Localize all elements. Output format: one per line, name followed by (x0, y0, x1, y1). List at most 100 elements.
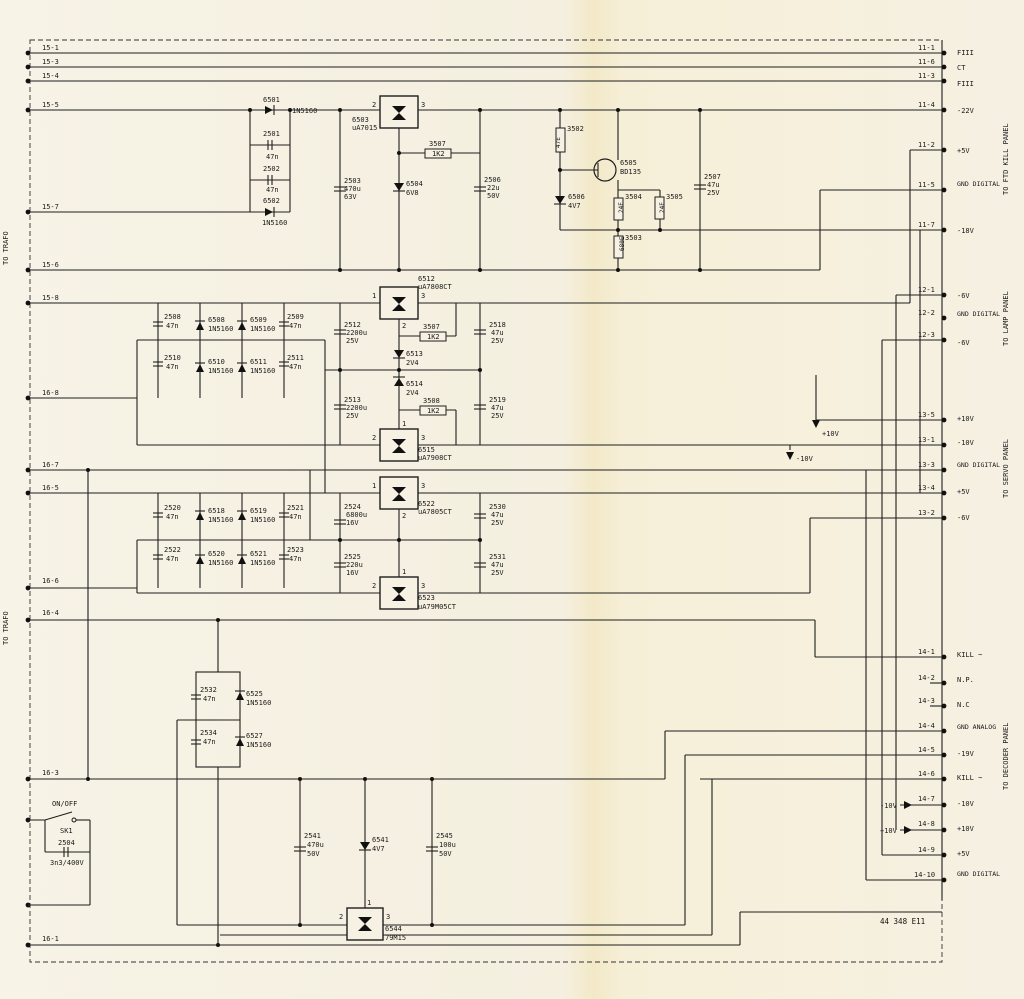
svg-text:GND ANALOG: GND ANALOG (957, 723, 996, 731)
svg-text:1: 1 (372, 482, 376, 490)
svg-text:47E: 47E (555, 137, 562, 148)
svg-text:14-6: 14-6 (918, 770, 935, 778)
svg-text:2511: 2511 (287, 354, 304, 362)
svg-text:2523: 2523 (287, 546, 304, 554)
left-connector-pins (25, 50, 31, 948)
svg-text:2: 2 (402, 322, 406, 330)
svg-text:6515: 6515 (418, 446, 435, 454)
svg-text:4V7: 4V7 (568, 202, 581, 210)
panel-label-servo: TO SERVO PANEL (1002, 439, 1010, 498)
panel-label-decoder: TO DECODER PANEL (1002, 723, 1010, 790)
svg-text:24E: 24E (618, 202, 625, 213)
svg-text:+5V: +5V (957, 147, 970, 155)
svg-text:50V: 50V (487, 192, 500, 200)
svg-text:-10V: -10V (957, 800, 975, 808)
svg-text:16-6: 16-6 (42, 577, 59, 585)
svg-text:uA7805CT: uA7805CT (418, 508, 453, 516)
svg-text:1K2: 1K2 (432, 150, 445, 158)
svg-text:2525: 2525 (344, 553, 361, 561)
svg-text:KILL ~: KILL ~ (957, 774, 982, 782)
svg-text:2509: 2509 (287, 313, 304, 321)
svg-text:6525: 6525 (246, 690, 263, 698)
svg-text:6509: 6509 (250, 316, 267, 324)
svg-text:6527: 6527 (246, 732, 263, 740)
panel-label-lamp: TO LAMP PANEL (1002, 291, 1010, 346)
panel-label-ftd: TO FTD KILL PANEL (1002, 123, 1010, 195)
svg-text:11-2: 11-2 (918, 141, 935, 149)
svg-text:13-4: 13-4 (918, 484, 935, 492)
left-connector-labels: 15-1 15-3 15-4 15-5 15-7 15-6 15-8 16-8 … (42, 44, 59, 943)
svg-text:2521: 2521 (287, 504, 304, 512)
svg-text:3502: 3502 (567, 125, 584, 133)
svg-text:GND DIGITAL: GND DIGITAL (957, 310, 1000, 318)
svg-text:-10V: -10V (957, 439, 975, 447)
svg-text:GND DIGITAL: GND DIGITAL (957, 461, 1000, 469)
svg-text:uA79M05CT: uA79M05CT (418, 603, 457, 611)
svg-text:16V: 16V (346, 569, 359, 577)
svg-text:14-7: 14-7 (918, 795, 935, 803)
svg-text:+10V: +10V (880, 827, 898, 835)
svg-text:14-4: 14-4 (918, 722, 935, 730)
svg-text:6522: 6522 (418, 500, 435, 508)
svg-text:47n: 47n (289, 363, 302, 371)
svg-text:220u: 220u (346, 561, 363, 569)
svg-text:1N5160: 1N5160 (246, 741, 271, 749)
svg-text:1N5160: 1N5160 (250, 325, 275, 333)
svg-text:16-8: 16-8 (42, 389, 59, 397)
svg-text:47u: 47u (491, 404, 504, 412)
svg-text:2506: 2506 (484, 176, 501, 184)
svg-text:680E: 680E (619, 236, 626, 251)
svg-text:47n: 47n (166, 363, 179, 371)
svg-text:6518: 6518 (208, 507, 225, 515)
svg-text:16-5: 16-5 (42, 484, 59, 492)
svg-text:2501: 2501 (263, 130, 280, 138)
svg-text:1: 1 (402, 568, 406, 576)
svg-text:14-10: 14-10 (914, 871, 935, 879)
svg-text:2504: 2504 (58, 839, 75, 847)
svg-text:3: 3 (421, 482, 425, 490)
svg-text:63V: 63V (344, 193, 357, 201)
svg-text:6512: 6512 (418, 275, 435, 283)
svg-text:13-2: 13-2 (918, 509, 935, 517)
svg-text:11-1: 11-1 (918, 44, 935, 52)
svg-text:-18V: -18V (957, 227, 975, 235)
svg-text:12-1: 12-1 (918, 286, 935, 294)
svg-text:3505: 3505 (666, 193, 683, 201)
svg-text:3: 3 (421, 582, 425, 590)
svg-text:15-7: 15-7 (42, 203, 59, 211)
svg-text:2512: 2512 (344, 321, 361, 329)
svg-text:GND DIGITAL: GND DIGITAL (957, 180, 1000, 188)
svg-text:3: 3 (386, 913, 390, 921)
svg-text:15-1: 15-1 (42, 44, 59, 52)
svg-text:3: 3 (421, 101, 425, 109)
svg-text:CT: CT (957, 64, 966, 72)
svg-text:1N5160: 1N5160 (208, 325, 233, 333)
to-trafo-label-top: TO TRAFO (2, 231, 10, 265)
svg-text:6514: 6514 (406, 380, 423, 388)
svg-text:-6V: -6V (957, 292, 970, 300)
svg-text:470u: 470u (307, 841, 324, 849)
svg-text:14-5: 14-5 (918, 746, 935, 754)
svg-text:25V: 25V (491, 337, 504, 345)
svg-text:6501: 6501 (263, 96, 280, 104)
svg-text:14-8: 14-8 (918, 820, 935, 828)
svg-text:25V: 25V (346, 412, 359, 420)
svg-text:11-3: 11-3 (918, 72, 935, 80)
svg-text:2530: 2530 (489, 503, 506, 511)
regulator-6503-section: 6501 1N5160 2501 47n 2502 47n 6502 1N516… (248, 95, 501, 272)
svg-text:6519: 6519 (250, 507, 267, 515)
svg-text:47n: 47n (203, 738, 216, 746)
svg-text:+10V: +10V (822, 430, 840, 438)
svg-text:2: 2 (372, 582, 376, 590)
svg-text:16-4: 16-4 (42, 609, 59, 617)
svg-text:2513: 2513 (344, 396, 361, 404)
svg-text:3507: 3507 (423, 323, 440, 331)
svg-text:1N5160: 1N5160 (250, 516, 275, 524)
svg-text:13-3: 13-3 (918, 461, 935, 469)
svg-text:47u: 47u (491, 511, 504, 519)
svg-text:47u: 47u (707, 181, 720, 189)
